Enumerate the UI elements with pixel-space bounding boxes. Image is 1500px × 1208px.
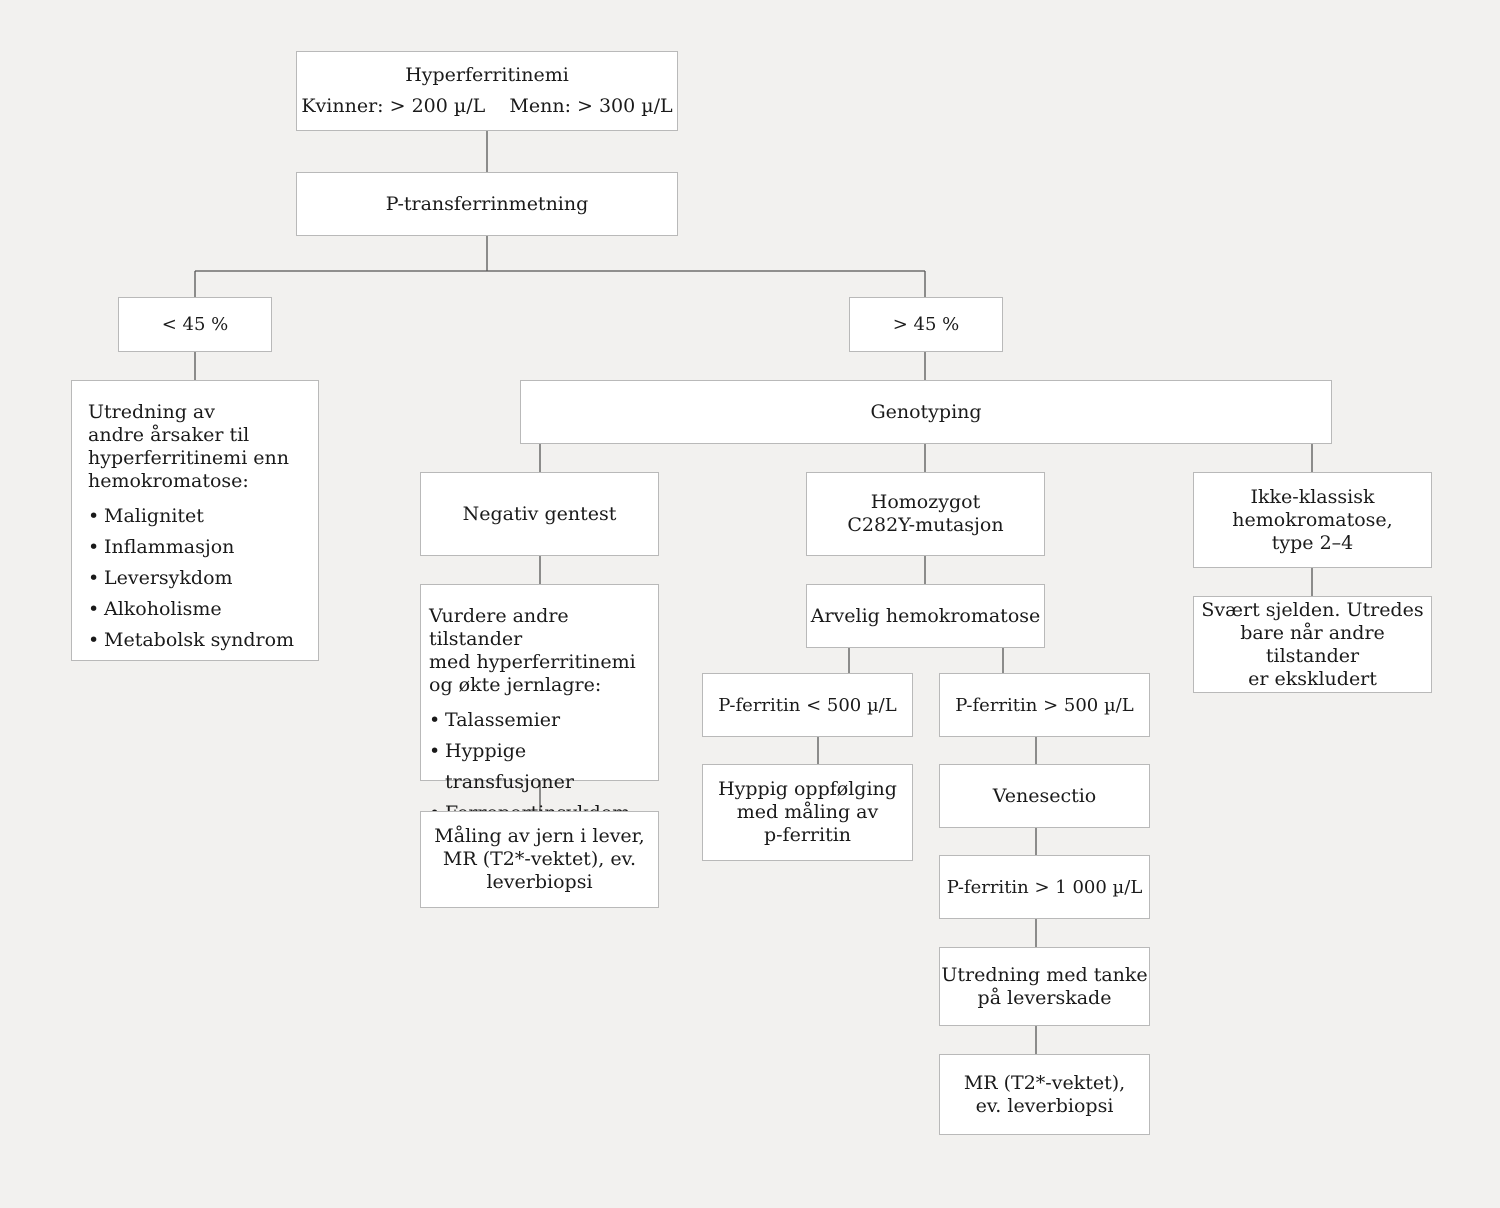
followup-box: Hyppig oppfølging med måling av p-ferrit… [702, 764, 913, 861]
mr-biopsy-box: MR (T2*-vektet), ev. leverbiopsi [939, 1054, 1150, 1135]
non-classic-line-2: hemokromatose, [1232, 508, 1393, 531]
list-item: Talassemier [429, 705, 650, 736]
consider-intro-2: med hyperferritinemi [429, 651, 636, 673]
venesectio-label: Venesectio [992, 784, 1097, 807]
ferritin-low-label: P-ferritin < 500 µ/L [718, 694, 897, 716]
genotyping-label: Genotyping [870, 400, 982, 423]
very-rare-line-3: er ekskludert [1248, 667, 1377, 690]
ferritin-high-box: P-ferritin > 500 µ/L [939, 673, 1150, 737]
negative-gentest-label: Negativ gentest [462, 502, 617, 525]
low-saturation-label: < 45 % [161, 314, 229, 335]
liver-iron-line-1: Måling av jern i lever, [434, 825, 645, 847]
negative-gentest-box: Negativ gentest [420, 472, 659, 556]
ferritin-1000-box: P-ferritin > 1 000 µ/L [939, 855, 1150, 919]
high-saturation-box: > 45 % [849, 297, 1003, 352]
venesectio-box: Venesectio [939, 764, 1150, 828]
liver-damage-line-2: på leverskade [977, 986, 1112, 1009]
liver-iron-line-2: MR (T2*-vektet), ev. [442, 848, 637, 870]
other-causes-list: Malignitet Inflammasjon Leversykdom Alko… [88, 501, 294, 656]
transferrin-label: P-transferrinmetning [385, 192, 589, 215]
list-item: Leversykdom [88, 563, 294, 594]
non-classic-line-1: Ikke-klassisk [1250, 485, 1375, 508]
consider-intro-3: og økte jernlagre: [429, 674, 602, 696]
very-rare-line-1: Svært sjelden. Utredes [1201, 598, 1424, 621]
high-saturation-label: > 45 % [892, 314, 960, 335]
other-causes-box: Utredning av andre årsaker til hyperferr… [71, 380, 319, 661]
low-saturation-box: < 45 % [118, 297, 272, 352]
hereditary-label: Arvelig hemokromatose [810, 604, 1041, 627]
liver-iron-box: Måling av jern i lever, MR (T2*-vektet),… [420, 811, 659, 908]
hereditary-box: Arvelig hemokromatose [806, 584, 1045, 648]
list-item: Alkoholisme [88, 594, 294, 625]
very-rare-line-2: bare når andre tilstander [1240, 621, 1385, 667]
root-title: Hyperferritinemi [405, 64, 569, 86]
ferritin-low-box: P-ferritin < 500 µ/L [702, 673, 913, 737]
non-classic-box: Ikke-klassisk hemokromatose, type 2–4 [1193, 472, 1432, 568]
other-causes-intro-2: andre årsaker til [88, 424, 250, 446]
homozygous-box: Homozygot C282Y-mutasjon [806, 472, 1045, 556]
ferritin-1000-label: P-ferritin > 1 000 µ/L [946, 876, 1143, 898]
list-item: Inflammasjon [88, 532, 294, 563]
consider-other-box: Vurdere andre tilstander med hyperferrit… [420, 584, 659, 829]
mr-biopsy-line-1: MR (T2*-vektet), [963, 1071, 1126, 1094]
very-rare-box: Svært sjelden. Utredes bare når andre ti… [1193, 596, 1432, 693]
followup-line-2: med måling av [736, 801, 879, 823]
mr-biopsy-line-2: ev. leverbiopsi [975, 1094, 1114, 1117]
homozygous-line-2: C282Y-mutasjon [847, 514, 1004, 536]
genotyping-box: Genotyping [520, 380, 1332, 444]
liver-iron-line-3: leverbiopsi [486, 871, 593, 893]
liver-damage-line-1: Utredning med tanke [941, 963, 1148, 986]
hyperferritinemi-box: Hyperferritinemi Kvinner: > 200 µ/L Menn… [296, 51, 678, 131]
followup-line-1: Hyppig oppfølging [718, 778, 897, 800]
consider-intro-1: Vurdere andre tilstander [429, 605, 569, 650]
other-causes-intro-3: hyperferritinemi enn [88, 447, 290, 469]
ferritin-high-label: P-ferritin > 500 µ/L [955, 694, 1134, 716]
other-causes-intro-4: hemokromatose: [88, 470, 249, 492]
list-item: Malignitet [88, 501, 294, 532]
list-item: Metabolsk syndrom [88, 625, 294, 656]
list-item: Hyppige transfusjoner [429, 736, 650, 798]
liver-damage-box: Utredning med tanke på leverskade [939, 947, 1150, 1026]
homozygous-line-1: Homozygot [870, 491, 981, 513]
other-causes-intro-1: Utredning av [88, 401, 215, 423]
followup-line-3: p-ferritin [763, 824, 852, 846]
transferrin-box: P-transferrinmetning [296, 172, 678, 236]
root-thresholds: Kvinner: > 200 µ/L Menn: > 300 µ/L [301, 95, 673, 117]
non-classic-line-3: type 2–4 [1271, 531, 1354, 554]
